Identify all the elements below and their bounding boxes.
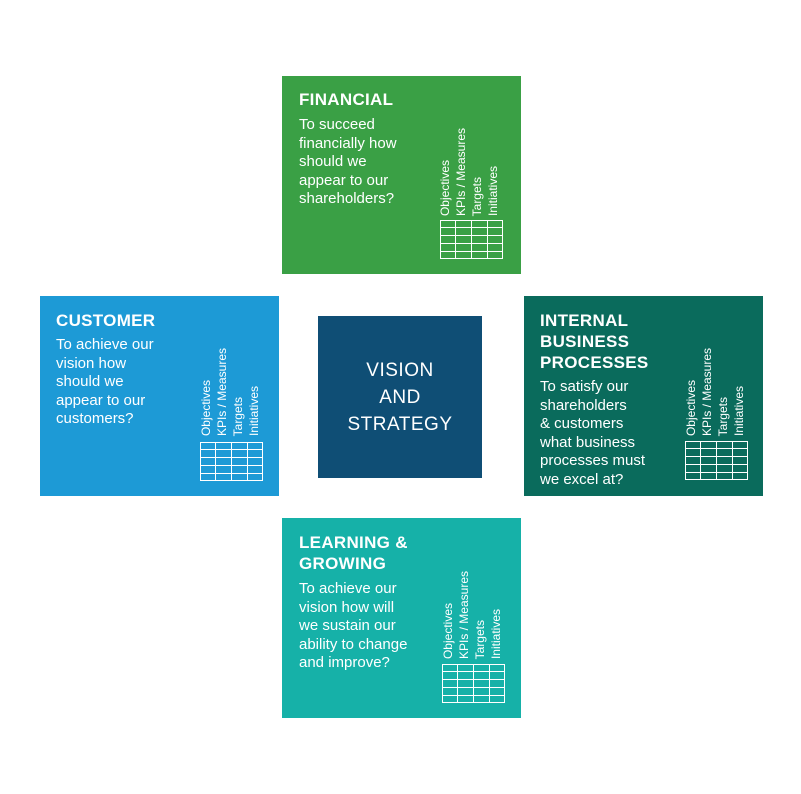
financial-title: FINANCIAL: [299, 90, 394, 109]
targets-label: Targets: [231, 396, 245, 436]
customer-column-labels: Objectives KPIs / Measures Targets Initi…: [199, 332, 270, 436]
targets-label: Targets: [470, 176, 484, 216]
customer-title: CUSTOMER: [56, 311, 156, 330]
objectives-label: Objectives: [438, 159, 452, 216]
learning-growing-question: To achieve our vision how will we sustai…: [299, 580, 408, 671]
kpis-measures-label: KPIs / Measures: [454, 127, 468, 216]
objectives-label: Objectives: [199, 379, 213, 436]
initiatives-label: Initiatives: [732, 385, 746, 436]
internal-processes-title: INTERNAL BUSINESS PROCESSES: [540, 311, 649, 372]
financial-card: FINANCIAL To succeed financially how sho…: [282, 76, 521, 274]
customer-card: CUSTOMER To achieve our vision how shoul…: [40, 296, 279, 496]
financial-table-icon: [440, 220, 503, 259]
customer-table-icon: [200, 442, 263, 481]
initiatives-label: Initiatives: [247, 385, 261, 436]
learning-growing-card: LEARNING & GROWING To achieve our vision…: [282, 518, 521, 718]
kpis-measures-label: KPIs / Measures: [700, 347, 714, 436]
learning-table-icon: [442, 664, 505, 703]
targets-label: Targets: [473, 619, 487, 659]
objectives-label: Objectives: [441, 602, 455, 659]
internal-processes-question: To satisfy our shareholders & customers …: [540, 378, 646, 488]
learning-column-labels: Objectives KPIs / Measures Targets Initi…: [441, 555, 512, 659]
internal-processes-card: INTERNAL BUSINESS PROCESSES To satisfy o…: [524, 296, 763, 496]
customer-question: To achieve our vision how should we appe…: [56, 336, 154, 427]
internal-table-icon: [685, 441, 748, 480]
kpis-measures-label: KPIs / Measures: [457, 570, 471, 659]
internal-column-labels: Objectives KPIs / Measures Targets Initi…: [684, 332, 755, 436]
initiatives-label: Initiatives: [489, 608, 503, 659]
objectives-label: Objectives: [684, 379, 698, 436]
kpis-measures-label: KPIs / Measures: [215, 347, 229, 436]
vision-strategy-box: VISION AND STRATEGY: [318, 316, 482, 478]
financial-question: To succeed financially how should we app…: [299, 116, 397, 207]
targets-label: Targets: [716, 396, 730, 436]
learning-growing-title: LEARNING & GROWING: [299, 533, 408, 573]
financial-column-labels: Objectives KPIs / Measures Targets Initi…: [438, 112, 509, 216]
vision-strategy-label: VISION AND STRATEGY: [347, 359, 453, 435]
initiatives-label: Initiatives: [486, 165, 500, 216]
